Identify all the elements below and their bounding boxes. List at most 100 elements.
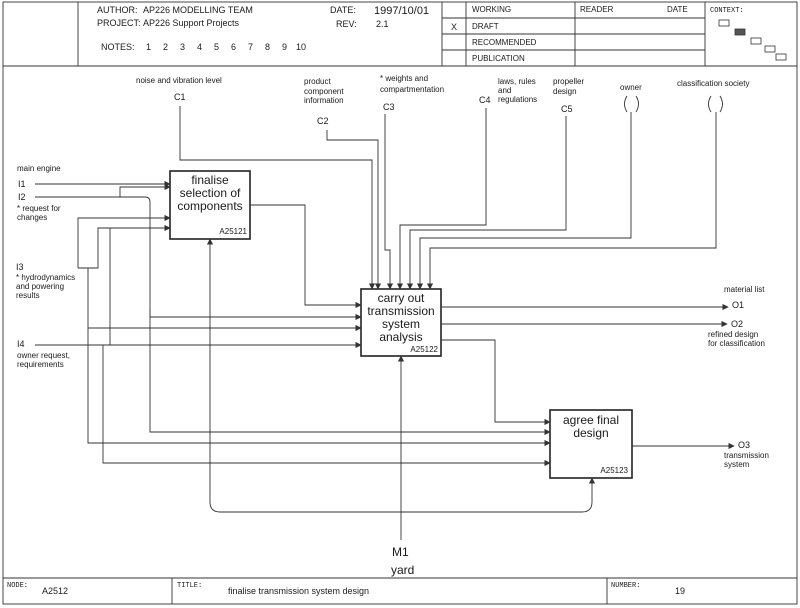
control-c2-label: information: [304, 96, 344, 105]
input-i2-code: I2: [18, 192, 26, 202]
input-i1-label: main engine: [17, 164, 61, 173]
activity-title: design: [573, 426, 608, 440]
control-labels: noise and vibration level C1 product com…: [136, 74, 749, 126]
activity-box-a25121: finalise selection of components A25121: [169, 170, 251, 240]
control-c4-code: C4: [479, 95, 491, 105]
context-map-icon: [718, 19, 787, 61]
activity-title: selection of: [180, 186, 241, 200]
arrow-owner: [416, 112, 632, 290]
control-c5-code: C5: [561, 104, 573, 114]
input-i4-code: I4: [17, 339, 25, 349]
note-number: 10: [296, 42, 306, 52]
activity-title: analysis: [379, 330, 422, 344]
control-c4-label: regulations: [498, 95, 537, 104]
title-label: TITLE:: [177, 582, 202, 590]
control-c2-label: component: [304, 87, 344, 96]
activity-title: system: [382, 317, 420, 331]
footer-frame: [2, 577, 798, 605]
control-c4-label: and: [498, 86, 511, 95]
arrow-i2-a25122: [35, 196, 362, 321]
arrow-c1: [179, 106, 376, 290]
arrow-i2-a25123: [149, 310, 551, 436]
input-i3-label: * hydrodynamics: [16, 273, 75, 282]
arrow-i3-a25123: [87, 328, 551, 447]
activity-title: finalise: [191, 173, 229, 187]
arrow-a25121-to-a25122: [250, 204, 362, 309]
note-number: 3: [180, 42, 185, 52]
arrow-c5: [406, 116, 567, 290]
control-c1-code: C1: [174, 92, 186, 102]
output-o3-label: system: [724, 460, 750, 469]
note-number: 1: [146, 42, 151, 52]
control-c1-label: noise and vibration level: [136, 76, 222, 85]
activity-title: transmission: [367, 304, 434, 318]
status-draft: DRAFT: [472, 22, 499, 31]
input-i4-label: requirements: [17, 360, 64, 369]
input-i4-label: owner request,: [17, 351, 70, 360]
author-value: AP226 MODELLING TEAM: [143, 5, 253, 15]
control-c2-label: product: [304, 77, 331, 86]
tunnel-bracket-left: [708, 95, 712, 113]
author-label: AUTHOR:: [97, 5, 138, 15]
mechanism-m1-label: yard: [391, 563, 414, 577]
activity-title: agree final: [563, 413, 619, 427]
notes-numbers: 1 2 3 4 5 6 7 8 9 10: [146, 42, 306, 52]
control-c4-label: laws, rules: [498, 77, 536, 86]
activity-title: components: [177, 199, 242, 213]
input-i1-code: I1: [18, 179, 26, 189]
arrow-i2: [35, 183, 171, 198]
output-o1-label: material list: [724, 285, 765, 294]
activity-title: carry out: [378, 291, 425, 305]
note-number: 5: [214, 42, 219, 52]
footer: NODE: A2512 TITLE: finalise transmission…: [7, 582, 685, 596]
activity-id: A25122: [410, 345, 438, 354]
status-publication: PUBLICATION: [472, 54, 525, 63]
control-c3-label: compartmentation: [380, 85, 444, 94]
arrow-c3: [384, 114, 394, 290]
activity-id: A25123: [600, 466, 628, 475]
control-owner-label: owner: [620, 83, 642, 92]
context-label: CONTEXT:: [710, 7, 744, 15]
mechanism-m1-code: M1: [392, 545, 409, 559]
reader-label: READER: [580, 5, 614, 14]
activity-box-a25123: agree final design A25123: [549, 409, 633, 479]
node-value: A2512: [42, 586, 68, 596]
note-number: 7: [248, 42, 253, 52]
tunnel-symbols: [624, 95, 723, 113]
control-c3-label: * weights and: [380, 74, 428, 83]
input-i3-label: and powering: [16, 282, 64, 291]
status-working: WORKING: [472, 5, 511, 14]
output-o2-label: for classification: [708, 339, 765, 348]
output-o1-code: O1: [732, 300, 744, 310]
header-author: AUTHOR: AP226 MODELLING TEAM PROJECT: AP…: [97, 5, 429, 52]
reader-date-label: DATE: [667, 5, 688, 14]
arrow-i3-b: [78, 224, 171, 269]
notes-label: NOTES:: [101, 42, 135, 52]
output-o2-code: O2: [731, 319, 743, 329]
tunnel-bracket-right: [719, 95, 723, 113]
node-label: NODE:: [7, 582, 28, 590]
arrow-i3: [77, 214, 171, 268]
rev-label: REV:: [336, 19, 357, 29]
control-c5-label: design: [553, 87, 577, 96]
arrow-i4-a25123: [102, 345, 551, 467]
note-number: 9: [282, 42, 287, 52]
output-o2-label: refined design: [708, 330, 758, 339]
title-value: finalise transmission system design: [228, 586, 369, 596]
control-c5-label: propeller: [553, 77, 584, 86]
arrow-m1-a25121: [206, 238, 401, 513]
header-status: X WORKING DRAFT RECOMMENDED PUBLICATION …: [451, 5, 688, 63]
input-i3-label: results: [16, 291, 40, 300]
arrow-i3-a25122: [78, 267, 362, 332]
note-number: 4: [197, 42, 202, 52]
note-number: 2: [163, 42, 168, 52]
number-value: 19: [675, 586, 685, 596]
number-label: NUMBER:: [611, 582, 640, 590]
activity-id: A25121: [219, 227, 247, 236]
arrow-c4: [396, 108, 487, 290]
date-label: DATE:: [330, 5, 356, 15]
project-label: PROJECT:: [97, 18, 141, 28]
output-o3-code: O3: [738, 440, 750, 450]
